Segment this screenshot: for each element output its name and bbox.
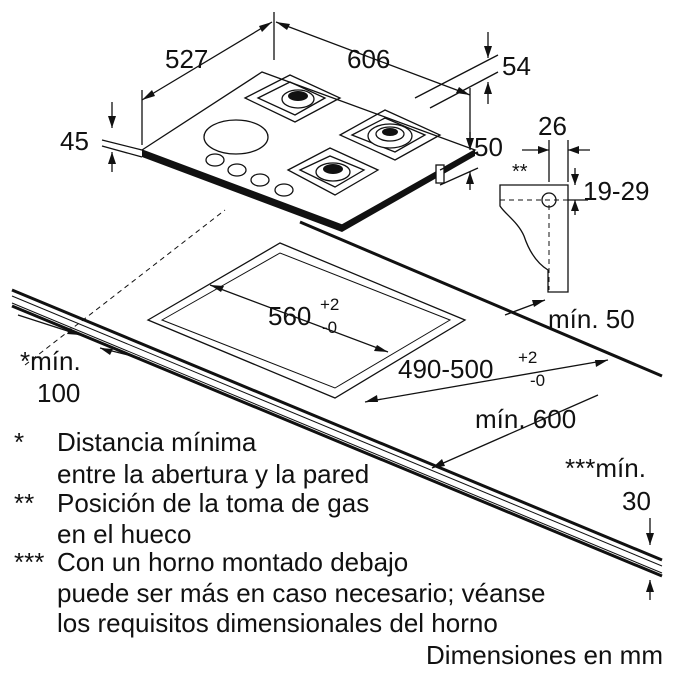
dimension-lines-top [101,12,499,190]
burner-top [243,74,342,123]
worktop [11,220,663,578]
label-min-600: mín. 600 [475,404,576,434]
cutout [24,209,467,399]
label-50: 50 [474,132,503,162]
burner-right [338,109,442,161]
label-min-100-line2: 100 [37,378,80,408]
label-gas-mark: ** [512,161,528,183]
label-490-500-sub: -0 [530,371,545,390]
label-560: 560 [268,301,311,331]
label-490-500-sup: +2 [518,348,537,367]
label-560-sub: -0 [322,318,337,337]
label-26: 26 [538,111,567,141]
control-knobs [205,153,294,197]
dimension-labels: 527 606 54 45 50 26 19-29 ** 560 +2 -0 4… [20,44,651,516]
label-min-100-line1: *mín. [20,346,81,376]
label-19-29: 19-29 [583,176,650,206]
label-min-50: mín. 50 [548,304,635,334]
label-min-30-line1: ***mín. [565,453,646,483]
label-45: 45 [60,126,89,156]
dimension-lines-bottom [17,284,654,600]
burner-front [286,147,380,196]
gas-connection-detail [499,140,590,316]
hob [140,71,477,232]
label-560-sup: +2 [320,295,339,314]
label-527: 527 [165,44,208,74]
label-54: 54 [502,51,531,81]
label-606: 606 [347,44,390,74]
label-490-500: 490-500 [398,354,493,384]
label-min-30-line2: 30 [622,486,651,516]
